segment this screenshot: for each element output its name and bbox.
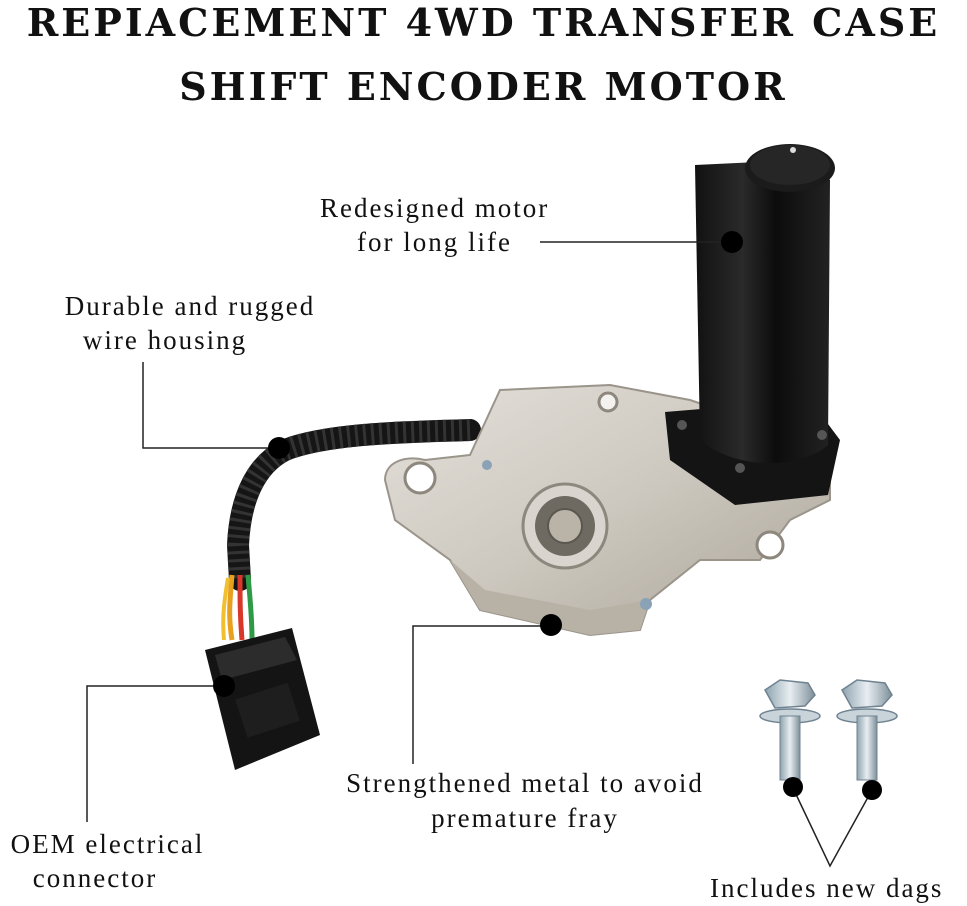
electrical-connector xyxy=(205,628,320,770)
title-line-1: REPIACEMENT 4WD TRANSFER CASE xyxy=(26,0,941,45)
callout-metal-line-1: Strengthened metal to avoid xyxy=(346,768,704,798)
callout-bolts: Includes new dags xyxy=(710,873,944,903)
callout-metal-line-2: premature fray xyxy=(431,803,619,833)
callout-connector-line-2: connector xyxy=(32,863,158,893)
motor-body xyxy=(665,144,840,505)
callout-connector-line-1: OEM electrical xyxy=(10,829,205,859)
callout-dots xyxy=(213,231,882,800)
bolt-left xyxy=(759,679,821,781)
callout-wire-line-1: Durable and rugged xyxy=(64,291,316,321)
title-line-2: SHIFT ENCODER MOTOR xyxy=(179,64,788,109)
callout-motor-line-2: for long life xyxy=(357,227,512,257)
callout-lines xyxy=(86,241,873,868)
callout-motor-line-1: Redesigned motor xyxy=(320,193,550,223)
callout-wire-line-2: wire housing xyxy=(82,325,248,355)
bolt-right xyxy=(836,679,898,781)
